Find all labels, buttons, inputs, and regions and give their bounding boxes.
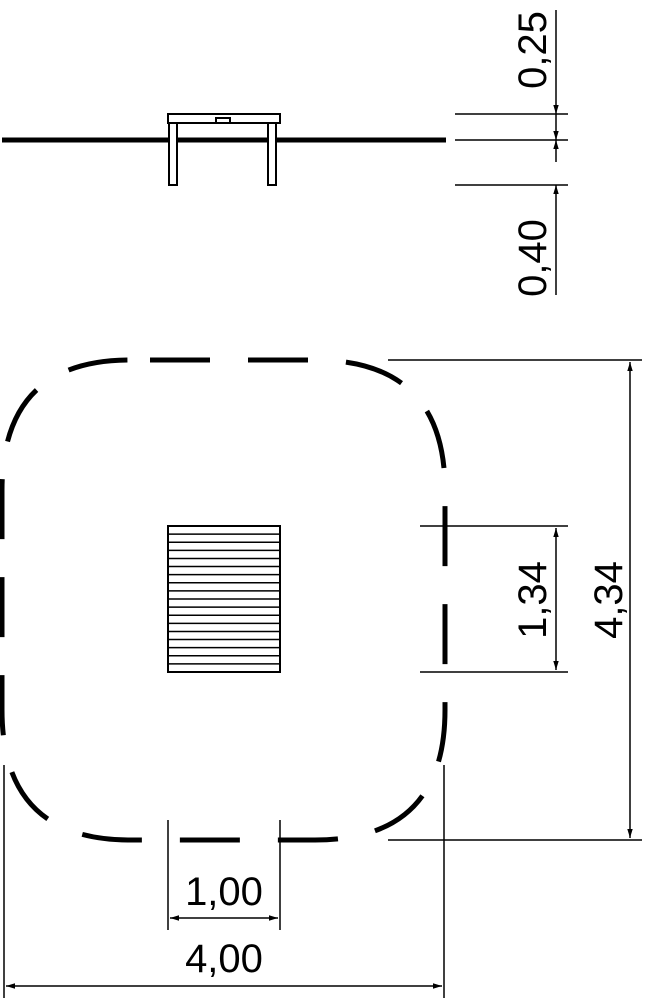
dimension-label-040: 0,40 [511,219,555,297]
dimension-label-400: 4,00 [185,937,263,981]
platform-plan [167,525,281,673]
plan-dimensions [3,359,642,998]
platform-slats [168,533,280,665]
safety-zone-outline [0,357,448,843]
plan-view: 4,34 1,34 1,00 4,00 [0,357,642,998]
platform-elevation [167,113,281,186]
dimension-label-134: 1,34 [511,561,555,639]
dimension-label-025: 0,25 [511,11,555,89]
elevation-dimensions [455,10,568,295]
dimension-label-434: 4,34 [587,561,631,639]
elevation-view: 0,25 0,40 [2,10,568,297]
dimension-label-100: 1,00 [185,870,263,914]
